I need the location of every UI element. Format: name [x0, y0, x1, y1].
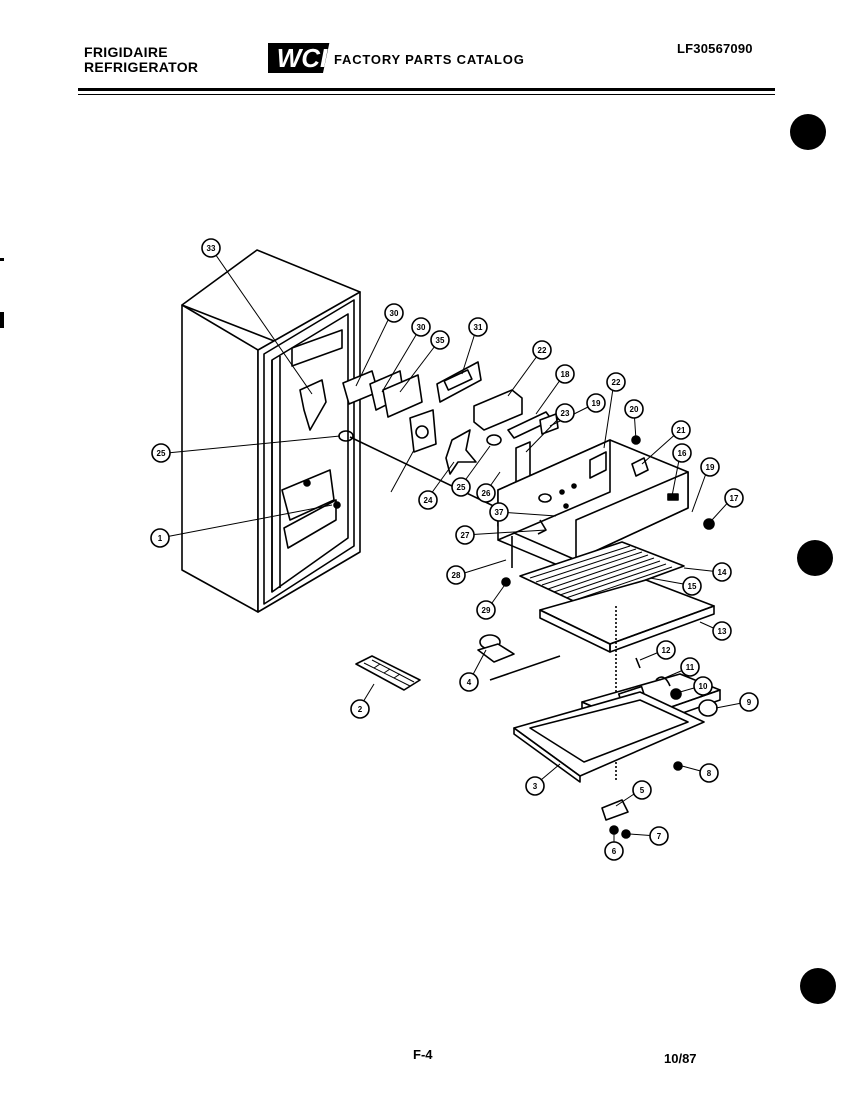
callout-2: 2 [350, 699, 370, 719]
callout-12: 12 [656, 640, 676, 660]
callout-3: 3 [525, 776, 545, 796]
callout-label: 5 [640, 786, 645, 795]
catalog-title: FACTORY PARTS CATALOG [334, 52, 525, 67]
callout-14: 14 [712, 562, 732, 582]
callout-label: 35 [436, 336, 445, 345]
callout-28: 28 [446, 565, 466, 585]
callout-4: 4 [459, 672, 479, 692]
callout-label: 19 [592, 399, 601, 408]
callout-label: 24 [424, 496, 433, 505]
callout-24: 24 [418, 490, 438, 510]
callout-31: 31 [468, 317, 488, 337]
callout-19: 19 [586, 393, 606, 413]
callout-19: 19 [700, 457, 720, 477]
callout-label: 31 [474, 323, 483, 332]
callout-label: 15 [688, 582, 697, 591]
callout-label: 9 [747, 698, 752, 707]
callout-23: 23 [555, 403, 575, 423]
callout-22: 22 [606, 372, 626, 392]
callout-label: 23 [561, 409, 570, 418]
callout-18: 18 [555, 364, 575, 384]
callout-30: 30 [411, 317, 431, 337]
callout-7: 7 [649, 826, 669, 846]
edge-mark-top [0, 258, 4, 261]
callout-label: 33 [207, 244, 216, 253]
callout-9: 9 [739, 692, 759, 712]
callout-label: 25 [457, 483, 466, 492]
callout-17: 17 [724, 488, 744, 508]
callout-label: 1 [158, 534, 163, 543]
callout-10: 10 [693, 676, 713, 696]
callout-label: 17 [730, 494, 739, 503]
header-rule-thin [78, 94, 775, 95]
callout-35: 35 [430, 330, 450, 350]
callout-26: 26 [476, 483, 496, 503]
callout-15: 15 [682, 576, 702, 596]
callout-label: 8 [707, 769, 712, 778]
cabinet [181, 249, 361, 613]
light-shield [513, 691, 705, 783]
callout-label: 13 [718, 627, 727, 636]
callout-label: 30 [417, 323, 426, 332]
callout-label: 19 [706, 463, 715, 472]
callout-27: 27 [455, 525, 475, 545]
callout-33: 33 [201, 238, 221, 258]
binder-hole-bottom [800, 968, 836, 1004]
callout-5: 5 [632, 780, 652, 800]
callout-25: 25 [451, 477, 471, 497]
callout-label: 7 [657, 832, 662, 841]
edge-mark-bottom [0, 312, 4, 328]
callout-label: 22 [538, 346, 547, 355]
header-rule-thick [78, 88, 775, 91]
callout-label: 29 [482, 606, 491, 615]
callout-label: 11 [686, 663, 695, 672]
callout-11: 11 [680, 657, 700, 677]
wci-logo: WCI [260, 40, 330, 79]
callout-30: 30 [384, 303, 404, 323]
callout-label: 26 [482, 489, 491, 498]
callout-label: 16 [678, 449, 687, 458]
binder-hole-top [790, 114, 826, 150]
ice-tray [355, 655, 421, 691]
callout-1: 1 [150, 528, 170, 548]
brand-block: FRIGIDAIRE REFRIGERATOR [84, 45, 198, 75]
callout-label: 10 [699, 682, 708, 691]
callout-label: 4 [467, 678, 472, 687]
callout-label: 14 [718, 568, 727, 577]
callout-label: 21 [677, 426, 686, 435]
callout-label: 20 [630, 405, 639, 414]
page-code: F-4 [413, 1047, 433, 1062]
callout-16: 16 [672, 443, 692, 463]
evaporator-panel [519, 541, 685, 605]
page-date: 10/87 [664, 1051, 697, 1066]
callout-label: 6 [612, 847, 617, 856]
callout-label: 3 [533, 782, 538, 791]
callout-25: 25 [151, 443, 171, 463]
model-number: LF30567090 [677, 41, 753, 56]
callout-label: 30 [390, 309, 399, 318]
callout-label: 37 [495, 508, 504, 517]
callout-label: 22 [612, 378, 621, 387]
callout-6: 6 [604, 841, 624, 861]
callout-label: 27 [461, 531, 470, 540]
callout-20: 20 [624, 399, 644, 419]
callout-label: 18 [561, 370, 570, 379]
brand-line2: REFRIGERATOR [84, 59, 199, 75]
callout-37: 37 [489, 502, 509, 522]
callout-label: 25 [157, 449, 166, 458]
binder-hole-middle [797, 540, 833, 576]
callout-8: 8 [699, 763, 719, 783]
callout-label: 28 [452, 571, 461, 580]
callout-22: 22 [532, 340, 552, 360]
callout-label: 2 [358, 705, 363, 714]
callout-label: 12 [662, 646, 671, 655]
brand-line1: FRIGIDAIRE [84, 44, 168, 60]
callout-13: 13 [712, 621, 732, 641]
callout-29: 29 [476, 600, 496, 620]
logo-text: WCI [277, 43, 328, 73]
callout-21: 21 [671, 420, 691, 440]
